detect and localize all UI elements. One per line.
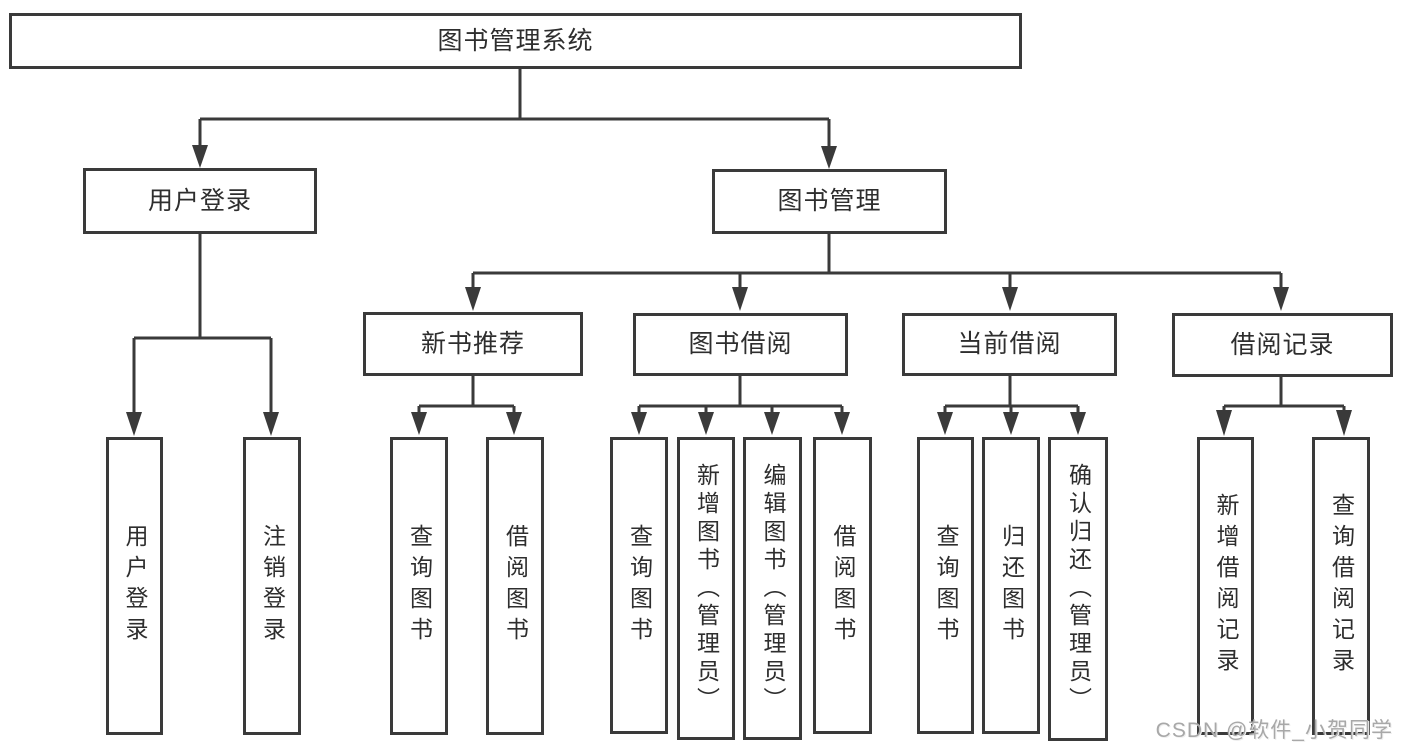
- arrowhead: [698, 412, 714, 435]
- node-label: 图书管理: [777, 187, 882, 215]
- leaf-edit-books-admin: 编辑图书（管理员）: [743, 437, 802, 740]
- node-label: 新书推荐: [420, 329, 525, 358]
- node-book-management: 图书管理: [712, 169, 947, 234]
- node-label: 用户登录: [122, 524, 148, 648]
- node-label: 借阅图书: [502, 524, 529, 648]
- leaf-user-login: 用户登录: [106, 437, 163, 735]
- arrowhead: [937, 412, 953, 435]
- csdn-watermark: CSDN @软件_小贺同学: [1155, 719, 1393, 742]
- leaf-query-borrow-record: 查询借阅记录: [1312, 437, 1370, 735]
- connector-path: [132, 68, 1346, 417]
- node-label: 查询图书: [406, 524, 433, 648]
- arrowhead: [263, 412, 279, 436]
- arrowhead: [1216, 410, 1232, 436]
- leaf-add-borrow-record: 新增借阅记录: [1197, 437, 1254, 735]
- arrowhead: [732, 287, 748, 311]
- arrowhead: [1070, 412, 1086, 435]
- node-book-management-system: 图书管理系统: [9, 13, 1022, 69]
- leaf-query-books-recommend: 查询图书: [390, 437, 448, 735]
- node-label: 归还图书: [998, 523, 1025, 648]
- leaf-return-books: 归还图书: [982, 437, 1040, 734]
- node-label: 用户登录: [147, 186, 252, 215]
- leaf-borrow-books: 借阅图书: [813, 437, 872, 734]
- node-current-borrowing: 当前借阅: [902, 313, 1117, 376]
- leaf-confirm-return-admin: 确认归还（管理员）: [1048, 437, 1108, 741]
- arrowhead: [821, 146, 837, 169]
- node-book-borrowing: 图书借阅: [633, 313, 848, 376]
- arrowhead: [1002, 287, 1018, 311]
- arrowhead: [1273, 287, 1289, 311]
- arrowhead: [834, 412, 850, 435]
- leaf-query-books-borrowing: 查询图书: [610, 437, 668, 734]
- node-label: 图书管理系统: [437, 26, 594, 55]
- node-borrow-records: 借阅记录: [1172, 313, 1393, 377]
- arrowhead: [631, 412, 647, 435]
- arrowhead: [126, 412, 142, 436]
- leaf-logout: 注销登录: [243, 437, 301, 735]
- node-label: 新增借阅记录: [1213, 493, 1239, 679]
- arrowhead: [411, 412, 427, 435]
- arrowhead: [1003, 412, 1019, 435]
- node-label: 图书借阅: [688, 330, 793, 358]
- node-user-login: 用户登录: [83, 168, 317, 234]
- arrowheads: [126, 145, 1352, 436]
- node-new-book-recommend: 新书推荐: [363, 312, 583, 376]
- leaf-add-books-admin: 新增图书（管理员）: [677, 437, 735, 740]
- node-label: 借阅记录: [1230, 330, 1335, 359]
- arrowhead: [506, 412, 522, 435]
- node-label: 查询借阅记录: [1328, 493, 1355, 679]
- node-label: 编辑图书（管理员）: [760, 462, 786, 715]
- node-label: 查询图书: [933, 523, 959, 648]
- leaf-borrow-books-recommend: 借阅图书: [486, 437, 544, 735]
- leaf-query-books-current: 查询图书: [917, 437, 974, 734]
- arrowhead: [1336, 410, 1352, 436]
- arrowhead: [465, 287, 481, 311]
- node-label: 借阅图书: [830, 523, 856, 648]
- arrowhead: [192, 145, 208, 168]
- node-label: 查询图书: [626, 523, 653, 648]
- node-label: 注销登录: [259, 524, 286, 648]
- arrowhead: [764, 412, 780, 435]
- node-label: 确认归还（管理员）: [1065, 463, 1092, 715]
- node-label: 新增图书（管理员）: [693, 462, 720, 715]
- node-label: 当前借阅: [957, 330, 1062, 358]
